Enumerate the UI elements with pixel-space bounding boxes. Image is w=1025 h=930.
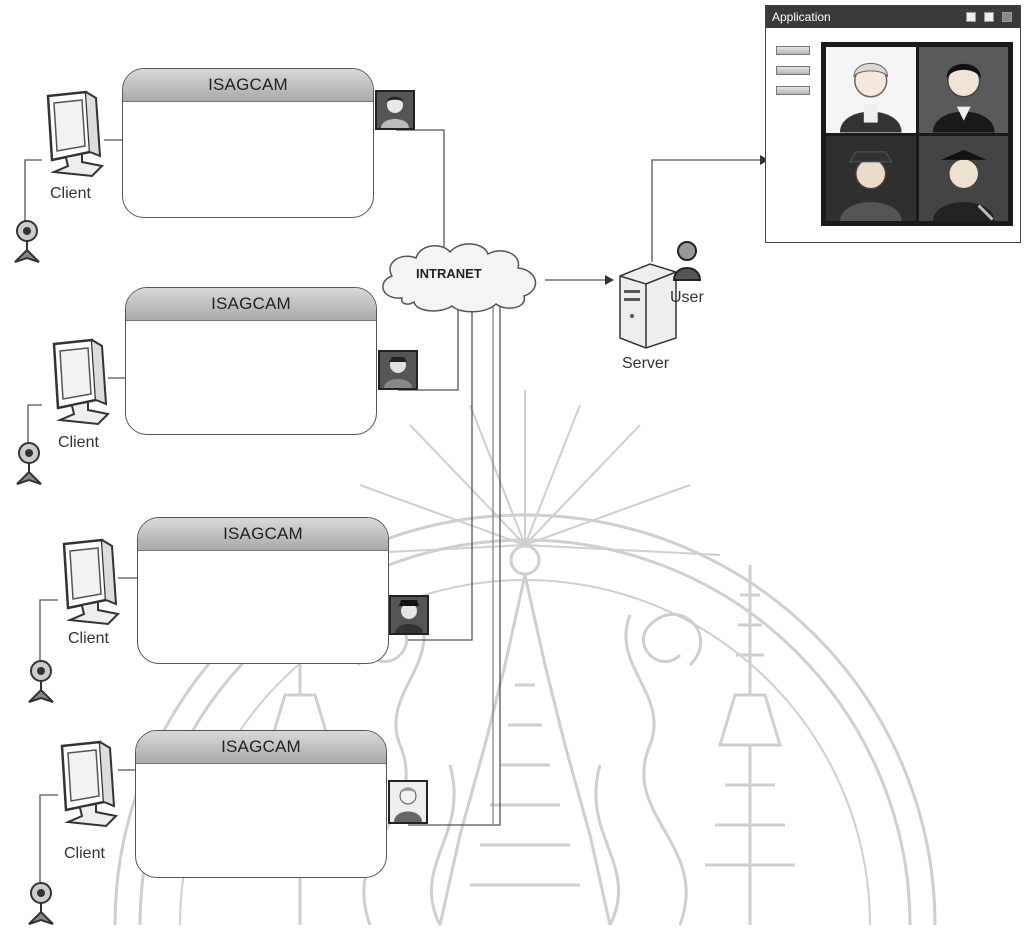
user-avatar-icon bbox=[919, 47, 1009, 133]
user-avatar-icon[interactable] bbox=[389, 595, 429, 635]
webcam-icon bbox=[10, 218, 44, 266]
app-titlebar: Application bbox=[766, 6, 1020, 28]
client-label: Client bbox=[50, 185, 91, 203]
panel-title: ISAGCAM bbox=[136, 731, 386, 764]
isagcam-panel: ISAGCAM bbox=[122, 68, 374, 218]
user-avatar-icon[interactable] bbox=[388, 780, 428, 824]
monitor-icon bbox=[38, 90, 110, 180]
webcam-icon bbox=[12, 440, 46, 488]
server-label: Server bbox=[622, 355, 669, 373]
panel-title: ISAGCAM bbox=[126, 288, 376, 321]
panel-body bbox=[136, 763, 386, 877]
sidebar-button[interactable] bbox=[776, 66, 810, 75]
panel-title: ISAGCAM bbox=[138, 518, 388, 551]
user-avatar-icon bbox=[826, 136, 916, 222]
panel-body bbox=[138, 550, 388, 663]
user-avatar-icon bbox=[826, 47, 916, 133]
webcam-icon bbox=[24, 880, 58, 928]
isagcam-panel: ISAGCAM bbox=[125, 287, 377, 435]
user-avatar-icon bbox=[919, 136, 1009, 222]
client-label: Client bbox=[68, 630, 109, 648]
isagcam-panel: ISAGCAM bbox=[135, 730, 387, 878]
user-label: User bbox=[670, 289, 704, 307]
video-feed[interactable] bbox=[826, 47, 916, 133]
monitor-icon bbox=[54, 538, 126, 628]
maximize-button[interactable] bbox=[984, 12, 994, 22]
panel-body bbox=[126, 320, 376, 434]
sidebar-button[interactable] bbox=[776, 86, 810, 95]
client-label: Client bbox=[64, 845, 105, 863]
panel-title: ISAGCAM bbox=[123, 69, 373, 102]
monitor-icon bbox=[52, 740, 124, 830]
close-button[interactable] bbox=[1002, 12, 1012, 22]
user-icon bbox=[672, 240, 702, 282]
video-feed[interactable] bbox=[826, 136, 916, 222]
application-window: Application bbox=[765, 5, 1021, 243]
minimize-button[interactable] bbox=[966, 12, 976, 22]
panel-body bbox=[123, 101, 373, 217]
video-feed[interactable] bbox=[919, 136, 1009, 222]
user-avatar-icon[interactable] bbox=[378, 350, 418, 390]
webcam-icon bbox=[24, 658, 58, 706]
monitor-icon bbox=[44, 338, 116, 428]
app-title: Application bbox=[772, 10, 831, 24]
sidebar-button[interactable] bbox=[776, 46, 810, 55]
video-grid bbox=[821, 42, 1013, 226]
user-avatar-icon[interactable] bbox=[375, 90, 415, 130]
isagcam-panel: ISAGCAM bbox=[137, 517, 389, 664]
video-feed[interactable] bbox=[919, 47, 1009, 133]
client-label: Client bbox=[58, 434, 99, 452]
intranet-label: INTRANET bbox=[416, 266, 482, 281]
